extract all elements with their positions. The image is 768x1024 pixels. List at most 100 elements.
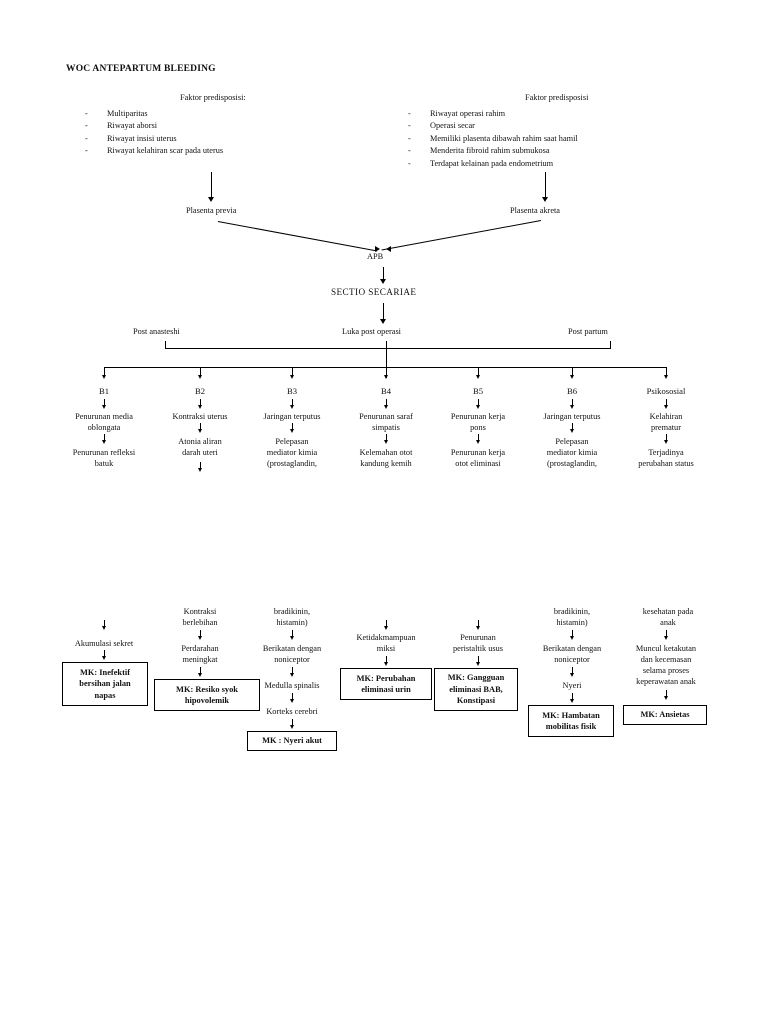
node-plasenta-previa: Plasenta previa — [186, 206, 237, 215]
branch-stem — [478, 367, 479, 376]
branch-node: Penurunan kerja pons — [450, 412, 506, 432]
branch-node: Ketidakmampuan miksi — [356, 633, 416, 653]
list-item: - Riwayat aborsi — [85, 120, 223, 132]
branch-node: Kontraksi uterus — [172, 412, 228, 421]
bullet-dash: - — [408, 158, 411, 168]
mk-box-resiko-syok-hipovolemik: MK: Resiko syok hipovolemik — [154, 679, 260, 711]
predisposing-right-list: - Riwayat operasi rahim - Operasi secar … — [408, 108, 578, 170]
arrow-icon — [383, 405, 388, 409]
arrow-icon — [197, 405, 202, 409]
branch-code-b2: B2 — [194, 386, 206, 396]
branch-code-b4: B4 — [380, 386, 392, 396]
connector-line — [386, 620, 387, 628]
branch-node: bradikinin, histamin) — [273, 607, 311, 627]
connector-line — [666, 690, 667, 698]
connector-line — [666, 434, 667, 442]
page-title: WOC ANTEPARTUM BLEEDING — [66, 64, 216, 74]
node-post-partum: Post partum — [568, 327, 608, 336]
bullet-dash: - — [408, 146, 411, 156]
branch-code-b1: B1 — [98, 386, 110, 396]
connector-line — [572, 423, 573, 431]
branch-node: Perdarahan meningkat — [181, 644, 219, 664]
branch-node: Pelepasan mediator kimia (prostaglandin, — [546, 437, 598, 468]
bullet-dash: - — [408, 121, 411, 131]
branch-node: Jaringan terputus — [543, 412, 601, 421]
branch-stem — [386, 367, 387, 376]
arrow-icon — [383, 626, 388, 630]
bullet-dash: - — [408, 109, 411, 118]
connector-line — [292, 667, 293, 675]
predisposing-left-list: - Multiparitas - Riwayat aborsi - Riwaya… — [85, 108, 223, 158]
branch-node: Pelepasan mediator kimia (prostaglandin, — [266, 437, 318, 468]
arrow-icon — [197, 673, 202, 677]
predisposing-right-heading: Faktor predisposisi — [525, 93, 589, 102]
list-item: - Operasi secar — [408, 120, 578, 132]
list-item: - Multiparitas — [85, 108, 223, 120]
connector-line — [292, 630, 293, 638]
arrow-icon — [289, 375, 294, 379]
branch-node: Korteks cerebri — [266, 707, 318, 716]
arrow-icon — [383, 662, 388, 666]
arrow-icon — [663, 636, 668, 640]
connector-line — [666, 630, 667, 638]
connector-line — [104, 620, 105, 628]
branch-stem — [292, 367, 293, 376]
connector-line — [200, 630, 201, 638]
arrow-icon — [569, 699, 574, 703]
arrow-icon — [101, 440, 106, 444]
mk-box-ansietas: MK: Ansietas — [623, 705, 707, 725]
branch-node: Muncul ketakutan dan kecemasan selama pr… — [635, 644, 697, 686]
connector-line — [292, 399, 293, 407]
connector-line — [200, 423, 201, 431]
arrow-icon — [289, 429, 294, 433]
connector-line — [383, 267, 384, 281]
arrow-icon — [101, 375, 106, 379]
node-luka-post-operasi: Luka post operasi — [342, 327, 401, 336]
mk-box-inefektif-bersihan-jalan-napas: MK: Inefektif bersihan jalan napas — [62, 662, 148, 706]
branch-node: Berikatan dengan noniceptor — [542, 644, 602, 664]
predisposing-left-heading: Faktor predisposisi: — [180, 93, 246, 102]
arrow-icon — [569, 673, 574, 677]
bullet-dash: - — [85, 121, 88, 131]
branch-node: Penurunan kerja otot eliminasi — [450, 448, 506, 468]
branch-node: Penurunan peristaltik usus — [452, 633, 503, 653]
branch-stem — [200, 367, 201, 376]
arrow-icon — [386, 246, 391, 252]
branch-stem — [572, 367, 573, 376]
arrow-icon — [475, 375, 480, 379]
branch-stem — [666, 367, 667, 376]
bracket-tick-right — [610, 341, 611, 349]
arrow-icon — [197, 468, 202, 472]
connector-line — [292, 719, 293, 727]
arrow-icon — [383, 375, 388, 379]
list-item: - Memiliki plasenta dibawah rahim saat h… — [408, 133, 578, 145]
bullet-dash: - — [85, 133, 88, 143]
arrow-icon — [569, 636, 574, 640]
bullet-dash: - — [408, 133, 411, 143]
arrow-icon — [197, 429, 202, 433]
branch-node: Akumulasi sekret — [74, 639, 134, 648]
connector-line — [200, 399, 201, 407]
connector-line — [478, 434, 479, 442]
arrow-icon — [289, 405, 294, 409]
mk-box-gangguan-eliminasi-bab-konstipasi: MK: Gangguan eliminasi BAB, Konstipasi — [434, 668, 518, 711]
arrow-icon — [383, 440, 388, 444]
connector-line — [572, 693, 573, 701]
bracket-horizontal — [165, 348, 611, 349]
node-sectio-secariae: SECTIO SECARIAE — [331, 287, 417, 297]
branch-stem — [104, 367, 105, 376]
connector-line — [386, 434, 387, 442]
connector-line — [545, 172, 546, 198]
connector-line — [104, 434, 105, 442]
arrow-icon — [289, 725, 294, 729]
branch-node: Jaringan terputus — [263, 412, 321, 421]
connector-line — [572, 630, 573, 638]
connector-line — [292, 423, 293, 431]
arrow-icon — [569, 375, 574, 379]
bracket-tick-left — [165, 341, 166, 349]
arrow-icon — [101, 405, 106, 409]
connector-line — [211, 172, 212, 198]
branch-node: Kontraksi berlebihan — [182, 607, 218, 627]
connector-line — [666, 399, 667, 407]
list-item: - Riwayat insisi uterus — [85, 133, 223, 145]
